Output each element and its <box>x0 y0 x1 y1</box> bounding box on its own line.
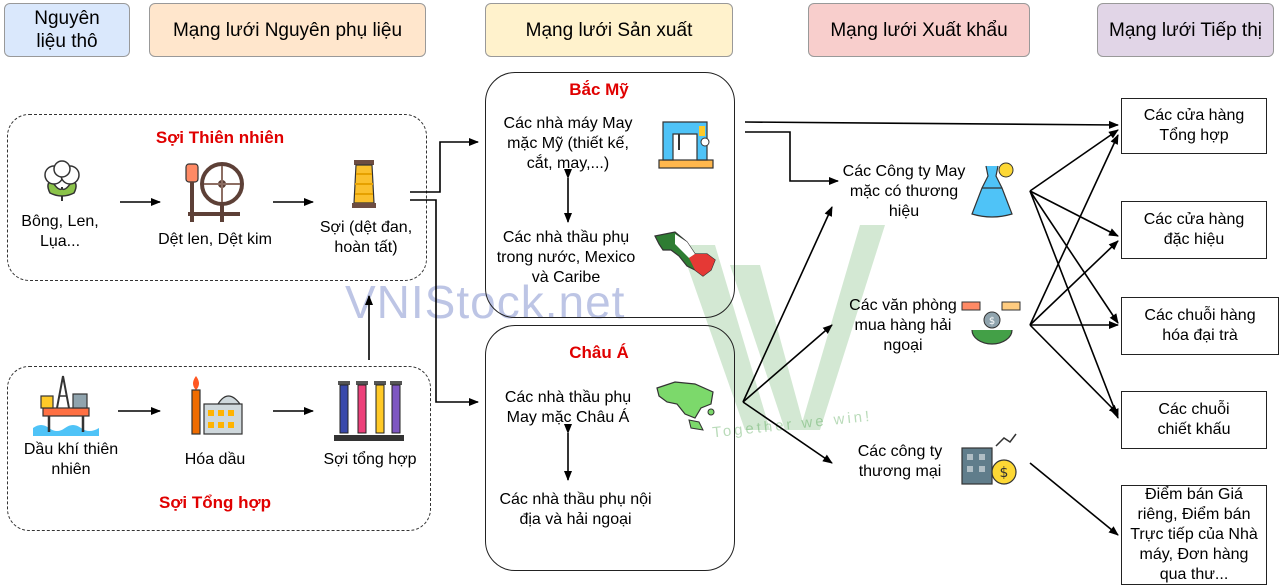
office-dollar-icon: $ <box>961 433 1017 485</box>
asia-group <box>485 325 735 571</box>
arrow-asia-to-trading <box>742 401 833 464</box>
arrow-offices-general <box>1029 134 1119 326</box>
arrow-offices-discount <box>1029 324 1119 415</box>
sewing-machine-icon <box>658 121 714 169</box>
general-stores-box: Các cửa hàng Tổng hợp <box>1121 98 1267 154</box>
header-raw-materials: Nguyên liệu thô <box>4 3 130 57</box>
mass-chains-label: Các chuỗi hàng hóa đại trà <box>1144 307 1256 344</box>
other-channels-label: Điểm bán Giá riêng, Điểm bán Trực tiếp c… <box>1130 486 1258 583</box>
header-export-label: Mạng lưới Xuất khẩu <box>830 19 1008 41</box>
asia-domestic-label: Các nhà thầu phụ nội địa và hải ngoại <box>499 491 652 528</box>
specialty-stores-box: Các cửa hàng đặc hiệu <box>1121 201 1267 259</box>
yarn-spool-icon <box>352 160 376 208</box>
header-marketing-network: Mạng lưới Tiếp thị <box>1097 3 1274 57</box>
arrow-na-to-brands <box>745 131 839 185</box>
cotton-icon <box>44 160 80 201</box>
trading-label: Các công ty thương mại <box>857 443 943 480</box>
mass-chains-box: Các chuỗi hàng hóa đại trà <box>1121 297 1279 355</box>
offices-label: Các văn phòng mua hàng hải ngoại <box>849 297 957 354</box>
specialty-stores-label: Các cửa hàng đặc hiệu <box>1143 211 1245 248</box>
arrow-offices-specialty <box>1029 240 1119 326</box>
gas-label: Dầu khí thiên nhiên <box>23 441 119 478</box>
header-materials-label: Mạng lưới Nguyên phụ liệu <box>172 19 403 41</box>
natural-fiber-title: Sợi Thiên nhiên <box>155 128 285 147</box>
arrow-na-to-general <box>744 120 1119 129</box>
arrow-asia-to-offices <box>742 324 833 403</box>
asia-map-icon <box>656 381 715 431</box>
dress-icon <box>971 162 1014 218</box>
asia-contractors-label: Các nhà thầu phụ May mặc Châu Á <box>504 389 632 426</box>
arrow-brands-specialty <box>1029 190 1119 237</box>
header-export-network: Mạng lưới Xuất khẩu <box>808 3 1030 57</box>
mexico-map-icon <box>654 231 716 277</box>
header-raw-label: Nguyên liệu thô <box>34 8 100 52</box>
handshake-globe-icon: $ <box>961 301 1021 345</box>
synthetic-fiber-group <box>7 366 431 531</box>
na-factories-label: Các nhà máy May mặc Mỹ (thiết kế, cắt, m… <box>503 115 633 172</box>
natural-fiber-group <box>7 114 427 281</box>
header-production-label: Mạng lưới Sản xuất <box>525 19 693 41</box>
refinery-icon <box>191 376 243 435</box>
thread-spools-icon <box>334 381 404 441</box>
north-america-group <box>485 72 735 318</box>
natural-yarn-label: Sợi (dệt đan, hoàn tất) <box>319 219 413 256</box>
arrow-brands-discount <box>1029 190 1119 419</box>
header-marketing-label: Mạng lưới Tiếp thị <box>1109 19 1262 41</box>
watermark-site: VNIStock.net <box>345 276 626 328</box>
arrow-trading-other <box>1029 462 1119 536</box>
synthetic-fiber-title: Sợi Tổng hợp <box>159 493 271 512</box>
header-materials-network: Mạng lưới Nguyên phụ liệu <box>149 3 426 57</box>
arrow-asia-to-brands <box>742 206 833 403</box>
discount-chains-box: Các chuỗi chiết khấu <box>1121 391 1267 449</box>
oil-rig-icon <box>33 375 99 436</box>
svg-text:$: $ <box>989 316 995 327</box>
arrow-brands-general <box>1029 129 1119 192</box>
header-production-network: Mạng lưới Sản xuất <box>485 3 733 57</box>
na-contractors-label: Các nhà thầu phụ trong nước, Mexico và C… <box>496 229 636 286</box>
synthetic-yarn-label: Sợi tổng hợp <box>323 451 417 468</box>
arrow-brands-mass <box>1029 190 1119 324</box>
weaving-label: Dệt len, Dệt kim <box>158 231 272 248</box>
arrow-to-asia <box>410 199 479 406</box>
petro-label: Hóa dầu <box>184 451 246 468</box>
brands-label: Các Công ty May mặc có thương hiệu <box>842 163 966 220</box>
general-stores-label: Các cửa hàng Tổng hợp <box>1143 107 1245 144</box>
spinning-wheel-icon <box>185 162 244 222</box>
other-channels-box: Điểm bán Giá riêng, Điểm bán Trực tiếp c… <box>1121 485 1267 585</box>
asia-title: Châu Á <box>569 343 629 362</box>
discount-chains-label: Các chuỗi chiết khấu <box>1157 401 1231 438</box>
svg-text:$: $ <box>1000 465 1009 481</box>
north-america-title: Bắc Mỹ <box>569 80 629 99</box>
cotton-label: Bông, Len, Lụa... <box>21 213 99 250</box>
arrow-to-north-america <box>410 138 479 193</box>
